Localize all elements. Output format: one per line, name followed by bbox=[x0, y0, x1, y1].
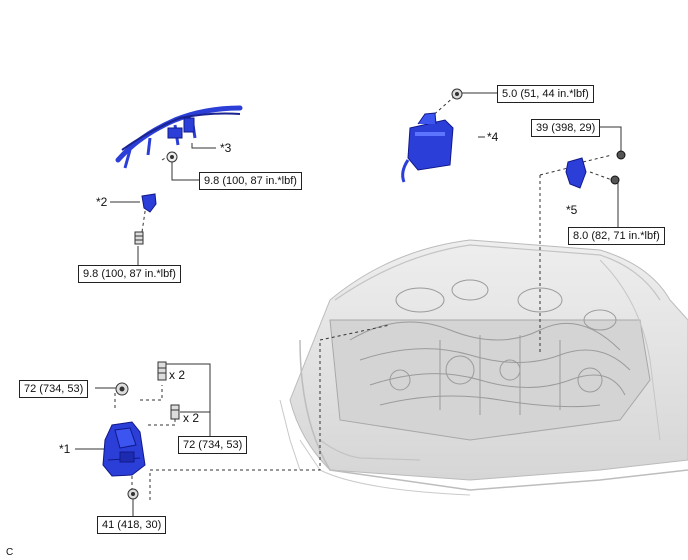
vehicle-engine-bay bbox=[279, 239, 688, 496]
bolt-icon bbox=[166, 151, 178, 163]
nut-icon bbox=[127, 488, 139, 500]
bolt-icon bbox=[157, 361, 167, 381]
bracket-part bbox=[141, 193, 157, 213]
bolt-icon bbox=[134, 231, 144, 245]
leader-lines-dashed bbox=[114, 95, 613, 500]
torque-label-72-right: 72 (734, 53) bbox=[178, 436, 248, 454]
callout-2: *2 bbox=[96, 195, 108, 209]
nut-icon bbox=[115, 382, 129, 396]
wire-harness-assembly bbox=[115, 105, 243, 169]
torque-label-39: 39 (398, 29) bbox=[531, 119, 601, 137]
nut-icon bbox=[610, 175, 620, 185]
illustration-code: C bbox=[6, 547, 14, 558]
reservoir-tank bbox=[401, 112, 454, 183]
engine-mount bbox=[102, 421, 146, 477]
bolt-icon bbox=[170, 404, 180, 420]
torque-label-9-8-upper: 9.8 (100, 87 in.*lbf) bbox=[199, 172, 302, 190]
callout-5: *5 bbox=[566, 203, 578, 217]
torque-label-9-8-lower: 9.8 (100, 87 in.*lbf) bbox=[78, 265, 181, 283]
quantity-label-upper: x 2 bbox=[169, 368, 186, 382]
small-bracket-part bbox=[565, 157, 587, 189]
torque-label-5-0: 5.0 (51, 44 in.*lbf) bbox=[497, 85, 594, 103]
quantity-label-lower: x 2 bbox=[183, 411, 200, 425]
callout-1: *1 bbox=[59, 442, 71, 456]
callout-4: *4 bbox=[487, 130, 499, 144]
torque-label-41: 41 (418, 30) bbox=[97, 516, 167, 534]
nut-icon bbox=[616, 150, 626, 160]
callout-3: *3 bbox=[220, 141, 232, 155]
torque-label-8-0: 8.0 (82, 71 in.*lbf) bbox=[568, 227, 665, 245]
torque-label-72-left: 72 (734, 53) bbox=[19, 380, 89, 398]
bolt-icon bbox=[451, 88, 463, 100]
